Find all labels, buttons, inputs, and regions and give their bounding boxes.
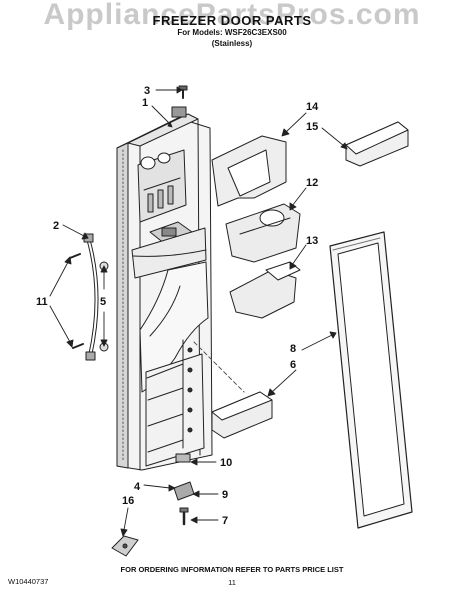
hinge-bracket (111, 535, 139, 557)
leader-lines (49, 86, 348, 537)
document-number: W10440737 (8, 577, 49, 586)
page-number: 11 (228, 578, 236, 587)
watermark: AppliancePartsPros.com (43, 0, 421, 31)
door-shelf-bin-lower (211, 391, 273, 439)
freezer-door-panel (116, 106, 213, 471)
callout-2: 2 (53, 220, 59, 232)
callout-7: 7 (222, 515, 228, 527)
callout-16: 16 (122, 495, 134, 507)
ordering-note: FOR ORDERING INFORMATION REFER TO PARTS … (120, 565, 344, 574)
callout-5: 5 (100, 296, 106, 308)
callout-8: 8 (290, 343, 296, 355)
callout-6: 6 (290, 359, 296, 371)
callout-12: 12 (306, 177, 318, 189)
callout-11: 11 (36, 296, 48, 308)
callout-14: 14 (306, 101, 319, 113)
callout-10: 10 (220, 457, 232, 469)
ice-bucket-base (229, 261, 301, 319)
dispenser-cover (211, 135, 287, 207)
door-handle (83, 233, 99, 361)
callout-15: 15 (306, 121, 318, 133)
callout-1: 1 (142, 97, 148, 109)
handle-screws (69, 253, 84, 349)
lower-hinge-assembly (173, 453, 195, 526)
page-title: FREEZER DOOR PARTS (152, 13, 312, 28)
callout-9: 9 (222, 489, 228, 501)
callout-3: 3 (144, 85, 150, 97)
callout-4: 4 (134, 481, 141, 493)
shelf-alignment-line (193, 341, 245, 393)
ice-container (225, 203, 301, 263)
callout-13: 13 (306, 235, 318, 247)
hinge-screw (178, 85, 188, 99)
door-gasket (329, 231, 413, 529)
door-shelf-bin-top (345, 121, 409, 167)
finish-label: (Stainless) (211, 39, 253, 48)
model-line: For Models: WSF26C3EXS00 (177, 28, 287, 37)
